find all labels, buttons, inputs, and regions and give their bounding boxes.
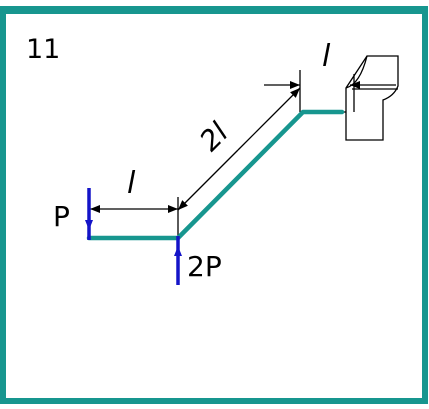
label-force-2p: 2P — [187, 250, 222, 283]
dimension-lines — [88, 70, 396, 238]
wall-support — [342, 55, 399, 141]
problem-number: 11 — [26, 34, 60, 65]
label-dim-inclined: 2l — [193, 116, 235, 158]
dim-arrow-inclined-up — [237, 87, 301, 151]
outer-frame — [0, 6, 428, 404]
dim-arrow-inclined-down — [177, 149, 239, 211]
label-force-p: P — [53, 200, 70, 233]
beam — [86, 109, 345, 241]
label-dim-left: l — [127, 166, 136, 201]
label-dim-top: l — [322, 39, 331, 74]
